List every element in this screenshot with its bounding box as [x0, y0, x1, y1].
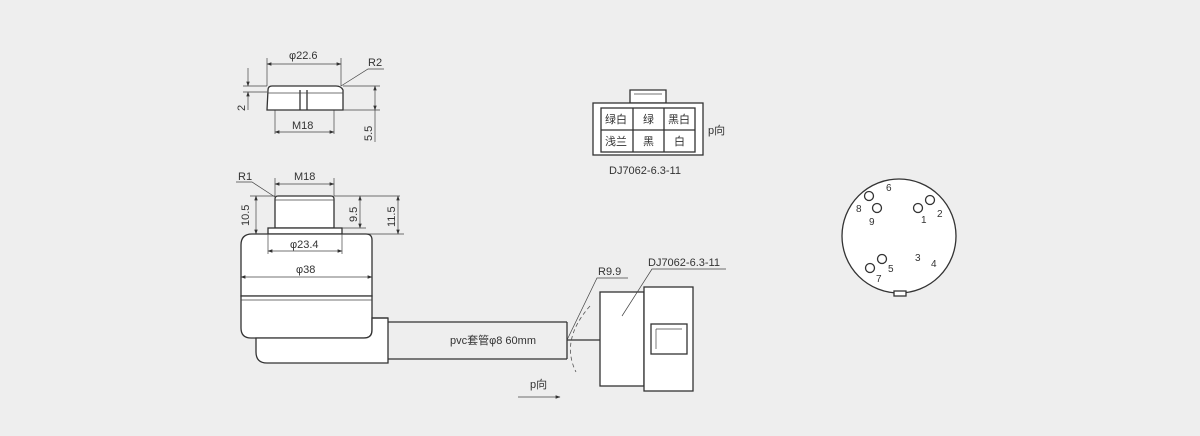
- pin-hole: [876, 253, 888, 265]
- pin-cell: 浅兰: [605, 135, 627, 148]
- pin-number: 2: [937, 209, 943, 220]
- cable-view: pvc套管φ8 60mm R9.9 DJ7062-6.3-11 p向: [388, 257, 726, 399]
- pin-number: 5: [888, 264, 894, 275]
- pin-hole: [871, 202, 883, 214]
- connector-grip: [240, 295, 373, 339]
- pin-table-top-tab: [629, 89, 667, 104]
- main-connector-view: R1 M18 10.5 9.5 11.5 φ23.4 φ38: [236, 171, 404, 364]
- pin-cell: 白: [674, 134, 685, 148]
- socket-end-view: 1 2 3 4 5 6 7 8 9: [841, 178, 957, 297]
- pin-cell: 黑白: [668, 112, 690, 126]
- leader-r2: [340, 68, 384, 87]
- pin-number: 8: [856, 204, 862, 215]
- pin-number: 4: [931, 259, 937, 270]
- pin-number: 7: [876, 274, 882, 285]
- pin-table-view: 绿白 绿 黑白 浅兰 黑 白 p向 DJ7062-6.3-11: [592, 89, 725, 177]
- pin-number: 6: [886, 183, 892, 194]
- dim-height-label: 2: [236, 105, 248, 111]
- dim-left-height-label: 10.5: [240, 205, 252, 226]
- pin-number: 3: [915, 253, 921, 264]
- dj-connector-label: DJ7062-6.3-11: [648, 257, 720, 269]
- pin-number: 9: [869, 217, 875, 228]
- bend-arc: [570, 305, 591, 373]
- pin-hole: [924, 194, 936, 206]
- leader-r99: [566, 277, 628, 341]
- dim-body-label: φ38: [296, 264, 315, 276]
- p-direction-label: p向: [530, 377, 547, 391]
- pin-number: 1: [921, 215, 927, 226]
- pin-cell: 绿: [643, 112, 654, 126]
- dim-side-label: 5.5: [363, 126, 375, 141]
- dim-thread-label: M18: [292, 120, 313, 132]
- pin-cell: 绿白: [605, 112, 627, 126]
- cable-radius-label: R9.9: [598, 266, 621, 278]
- dj-connector-shell: [599, 291, 645, 387]
- pin-hole: [912, 202, 924, 214]
- pin-table-direction: p向: [708, 123, 725, 137]
- threaded-stem: [274, 195, 335, 229]
- pin-hole: [863, 190, 875, 202]
- pin-hole: [864, 262, 876, 274]
- socket-outline: [841, 178, 957, 294]
- cable-label: pvc套管φ8 60mm: [450, 333, 536, 347]
- flange: [267, 227, 343, 235]
- dim-radius-label: R2: [368, 57, 382, 69]
- dim-total-height-label: 11.5: [386, 206, 398, 227]
- pin-cell: 黑: [643, 135, 654, 148]
- dj-latch: [650, 323, 688, 355]
- leader-dj: [621, 268, 726, 317]
- main-radius-label: R1: [238, 171, 252, 183]
- cap-body: [266, 85, 344, 111]
- dim-inner-height-label: 9.5: [348, 207, 360, 222]
- main-dim-thread-label: M18: [294, 171, 315, 183]
- socket-key: [893, 290, 907, 297]
- dim-diameter-label: φ22.6: [289, 50, 318, 62]
- dim-flange-label: φ23.4: [290, 239, 319, 251]
- pin-table-model: DJ7062-6.3-11: [609, 165, 681, 177]
- leader-r1: [236, 181, 276, 198]
- top-plug-view: φ22.6 R2 2 M18 5.5: [236, 50, 384, 142]
